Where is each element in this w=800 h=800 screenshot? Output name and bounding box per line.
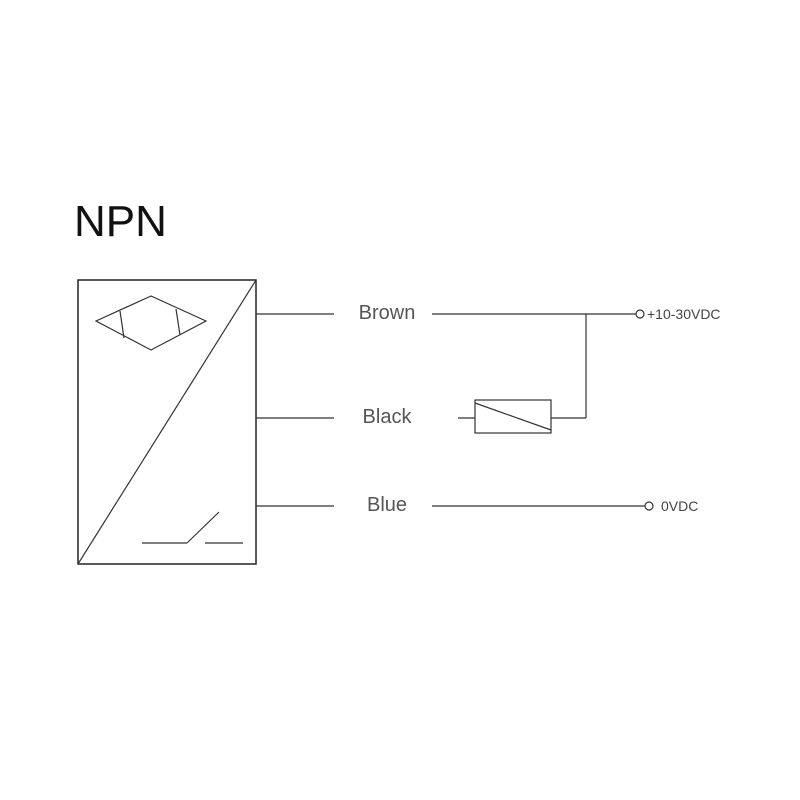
- wire-label-black: Black: [363, 406, 413, 428]
- diagram-title: NPN: [74, 197, 167, 246]
- sensor-outline: [77, 279, 257, 565]
- terminal-supply-icon: [635, 309, 645, 319]
- terminal-ground-label: 0VDC: [661, 498, 698, 514]
- wire-black: Black: [256, 314, 587, 434]
- sensor-body: [77, 279, 257, 565]
- wire-brown: Brown +10-30VDC: [256, 302, 721, 324]
- wire-label-brown: Brown: [359, 302, 416, 324]
- load-resistor-icon: [474, 399, 552, 434]
- normally-open-switch-icon: [142, 511, 243, 544]
- terminal-supply-label: +10-30VDC: [647, 306, 721, 322]
- terminal-ground-icon: [644, 501, 654, 511]
- wire-blue: Blue 0VDC: [256, 494, 698, 516]
- proximity-sensor-symbol-icon: [94, 295, 208, 351]
- wire-label-blue: Blue: [367, 494, 407, 516]
- sensor-diagonal: [77, 279, 257, 565]
